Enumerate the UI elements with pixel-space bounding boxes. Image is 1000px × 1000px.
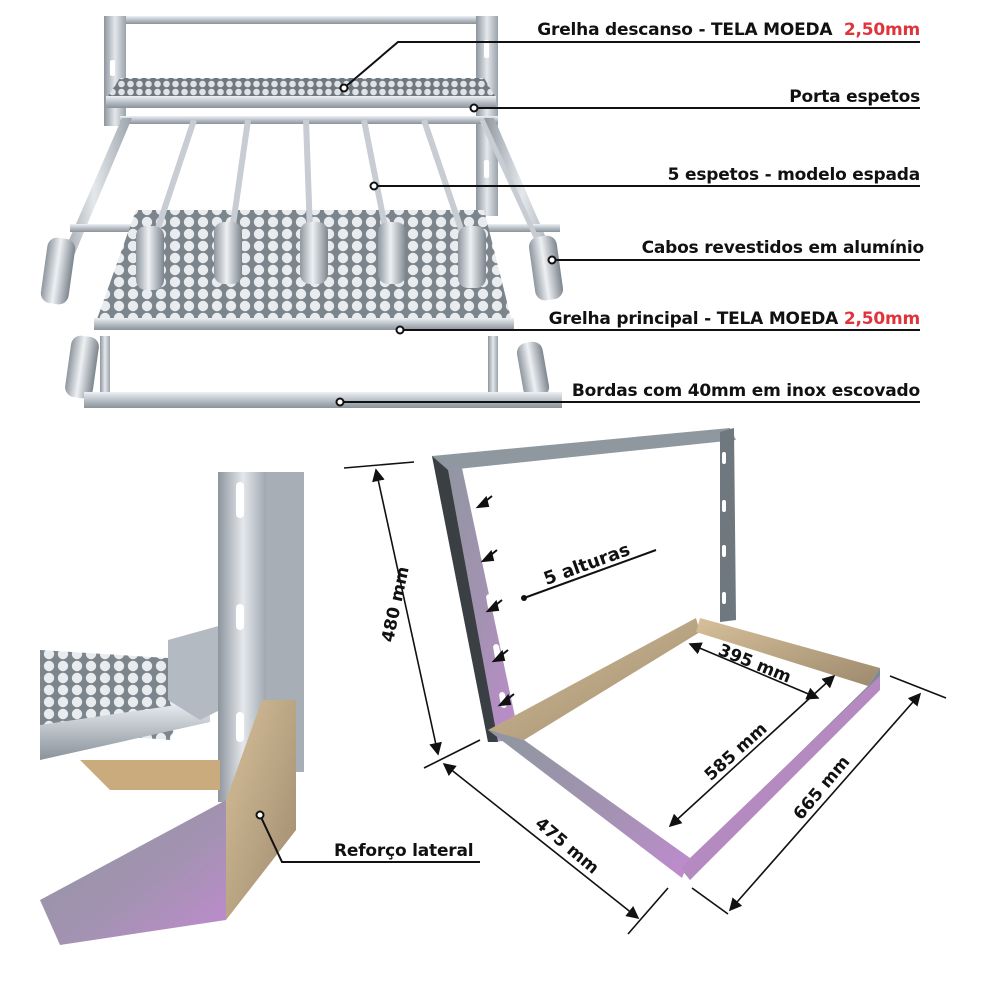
heights-leader bbox=[521, 549, 657, 601]
callout-main-grill: Grelha principal - TELA MOEDA 2,50mm bbox=[548, 309, 921, 329]
rest-grill bbox=[106, 78, 496, 108]
callout-side-reinforcement: Reforço lateral bbox=[334, 841, 474, 861]
callout-anchor-dots bbox=[335, 83, 557, 407]
side-reinforcement-detail bbox=[40, 472, 304, 945]
slot-arrows bbox=[475, 495, 515, 707]
callout-rest-grill: Grelha descanso - TELA MOEDA 2,50mm bbox=[537, 20, 920, 40]
reinforcement-leader bbox=[255, 810, 480, 863]
callout-skewers: 5 espetos - modelo espada bbox=[667, 165, 921, 185]
mesh-thickness-highlight: 2,50mm bbox=[843, 20, 920, 40]
skewers bbox=[151, 118, 543, 248]
dimension-lines bbox=[343, 461, 947, 935]
bottom-frame bbox=[84, 336, 562, 408]
callout-handles: Cabos revestidos em alumínio bbox=[641, 238, 925, 258]
callout-skewer-holder: Porta espetos bbox=[789, 87, 920, 107]
aluminum-handles bbox=[40, 222, 564, 399]
callout-edges: Bordas com 40mm em inox escovado bbox=[571, 381, 920, 401]
mesh-thickness-highlight: 2,50mm bbox=[843, 309, 920, 329]
top-leader-lines bbox=[340, 41, 920, 403]
